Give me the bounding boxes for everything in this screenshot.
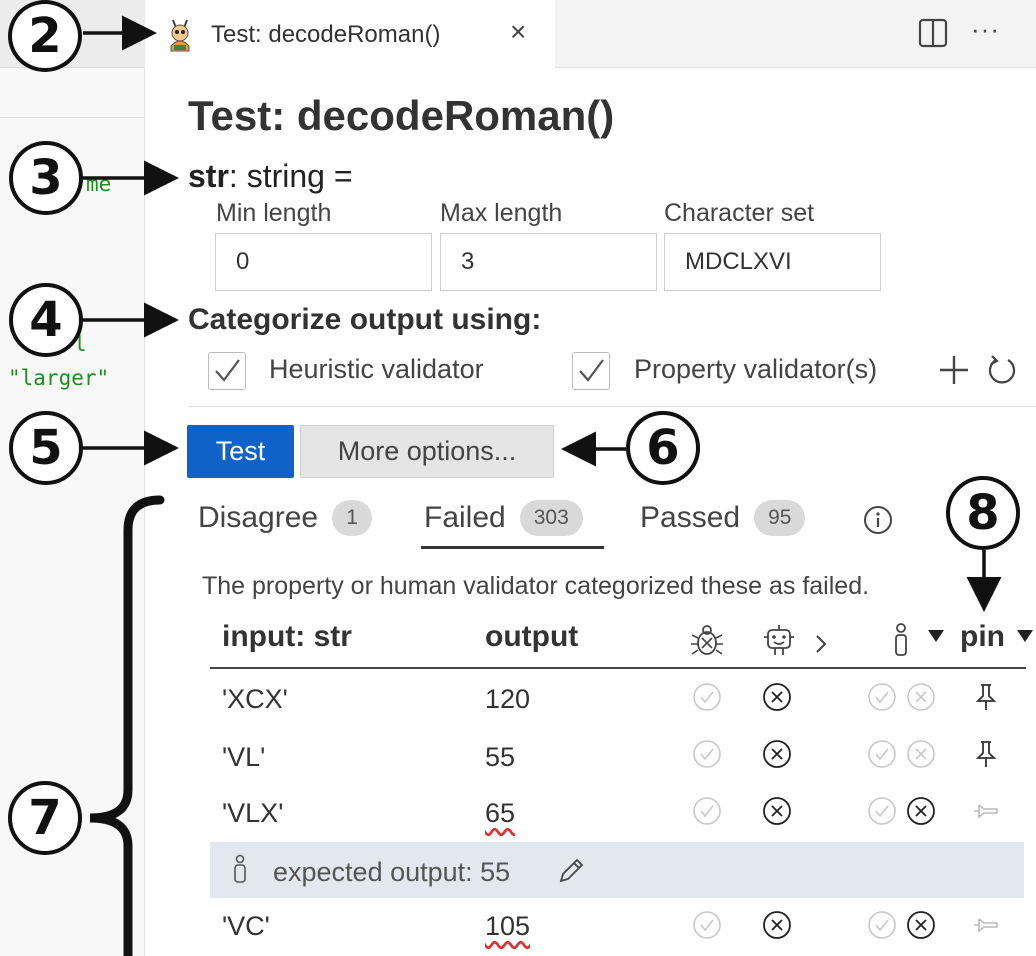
column-header-input: input: str <box>222 620 352 653</box>
pass-check-icon <box>693 740 721 768</box>
property-validator-label: Property validator(s) <box>634 354 878 384</box>
annotation-marker-7: 7 <box>8 781 82 855</box>
min-length-label: Min length <box>216 199 332 227</box>
dropdown-arrow-icon[interactable] <box>1016 622 1034 658</box>
row-output: 120 <box>485 684 531 714</box>
checkmark-icon <box>579 359 604 382</box>
property-validator-checkbox[interactable] <box>572 352 610 390</box>
heuristic-validator-checkbox[interactable] <box>208 352 246 390</box>
fail-x-icon <box>763 911 791 939</box>
expected-output-row <box>210 842 1024 898</box>
row-input: 'VLX' <box>222 798 284 828</box>
test-button[interactable]: Test <box>187 425 294 478</box>
editor-divider <box>0 117 145 118</box>
pass-check-icon <box>693 911 721 939</box>
add-validator-icon[interactable] <box>937 353 971 387</box>
human-fail-icon[interactable] <box>906 910 936 940</box>
row-input: 'VL' <box>222 742 266 772</box>
annotation-marker-6: 6 <box>626 411 700 485</box>
chevron-right-icon[interactable] <box>810 622 834 658</box>
human-pass-icon[interactable] <box>867 910 897 940</box>
tab-passed-label: Passed <box>640 501 741 534</box>
dropdown-arrow-icon[interactable] <box>926 622 946 658</box>
max-length-input[interactable]: 3 <box>440 233 657 291</box>
tab-description: The property or human validator categori… <box>202 572 870 600</box>
table-header-rule <box>210 667 1026 669</box>
row-output: 55 <box>485 742 516 772</box>
human-fail-icon[interactable] <box>906 682 936 712</box>
pin-icon[interactable] <box>971 682 1001 712</box>
heuristic-validator-label: Heuristic validator <box>269 354 484 384</box>
person-icon <box>234 854 246 883</box>
tab-failed[interactable]: Failed 303 <box>424 500 583 536</box>
section-divider <box>188 406 1036 407</box>
pin-outline-icon[interactable] <box>971 910 1001 940</box>
human-fail-icon[interactable] <box>906 796 936 826</box>
page-title: Test: decodeRoman() <box>188 92 615 139</box>
pin-icon[interactable] <box>971 739 1001 769</box>
annotation-marker-8: 8 <box>946 476 1020 550</box>
character-set-input[interactable]: MDCLXVI <box>664 233 881 291</box>
parameter-name: str <box>188 158 229 194</box>
parameter-type: : string = <box>228 158 353 194</box>
tab-bar: Test: decodeRoman() × ··· <box>145 0 1036 69</box>
split-editor-icon[interactable] <box>918 18 948 48</box>
character-set-label: Character set <box>664 199 815 227</box>
tab-disagree[interactable]: Disagree 1 <box>198 500 373 536</box>
robot-icon <box>764 625 794 655</box>
code-string-literal: "larger" <box>8 366 110 390</box>
parameter-signature: str: string = <box>188 158 353 195</box>
pass-check-icon <box>693 797 721 825</box>
info-icon[interactable] <box>862 504 894 536</box>
tab-passed[interactable]: Passed 95 <box>640 500 806 536</box>
more-options-button[interactable]: More options... <box>300 425 554 478</box>
annotation-marker-3: 3 <box>9 141 83 215</box>
fail-x-icon <box>763 797 791 825</box>
human-pass-icon[interactable] <box>867 796 897 826</box>
tab-test-decode-roman[interactable]: Test: decodeRoman() × <box>145 0 555 69</box>
active-tab-indicator <box>421 546 604 549</box>
human-fail-icon[interactable] <box>906 739 936 769</box>
pin-outline-icon[interactable] <box>971 796 1001 826</box>
max-length-label: Max length <box>440 199 563 227</box>
close-icon[interactable]: × <box>510 16 527 47</box>
row-input: 'VC' <box>222 911 270 941</box>
expected-output-text: expected output: 55 <box>273 857 511 887</box>
code-fragment: me <box>86 172 112 196</box>
count-badge: 95 <box>754 500 806 536</box>
fail-x-icon <box>763 683 791 711</box>
fail-x-icon <box>763 740 791 768</box>
annotation-marker-4: 4 <box>9 283 83 357</box>
column-header-output: output <box>485 620 579 653</box>
categorize-heading: Categorize output using: <box>188 303 542 336</box>
pass-check-icon <box>693 683 721 711</box>
row-input: 'XCX' <box>222 684 288 714</box>
row-output: 105 <box>485 911 531 941</box>
human-pass-icon[interactable] <box>867 739 897 769</box>
column-header-pin: pin <box>960 620 1005 653</box>
min-length-input[interactable]: 0 <box>215 233 432 291</box>
annotation-marker-5: 5 <box>9 411 83 485</box>
more-actions-icon[interactable]: ··· <box>971 14 1000 44</box>
checkmark-icon <box>215 359 240 382</box>
count-badge: 303 <box>519 500 583 536</box>
person-icon <box>895 623 907 656</box>
bug-mascot-icon <box>170 19 190 51</box>
tab-label: Test: decodeRoman() <box>211 20 441 48</box>
count-badge: 1 <box>332 500 373 536</box>
tab-disagree-label: Disagree <box>198 501 319 534</box>
human-pass-icon[interactable] <box>867 682 897 712</box>
bug-icon <box>691 625 723 655</box>
annotation-marker-2: 2 <box>8 0 82 72</box>
edit-pencil-icon[interactable] <box>556 856 586 886</box>
refresh-icon[interactable] <box>986 354 1018 386</box>
tab-failed-label: Failed <box>424 501 506 534</box>
row-output: 65 <box>485 798 516 828</box>
